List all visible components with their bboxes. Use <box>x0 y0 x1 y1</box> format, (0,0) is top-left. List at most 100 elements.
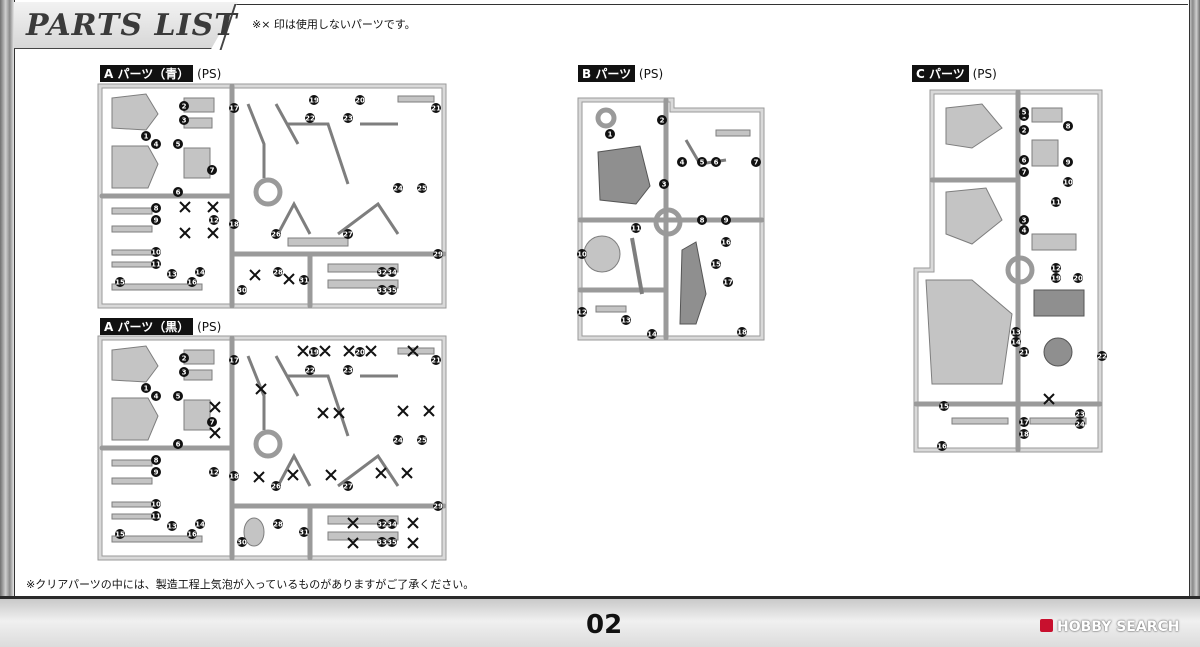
part-number: 11 <box>1051 199 1061 207</box>
clear-parts-note: ※クリアパーツの中には、製造工程上気泡が入っているものがありますがご了承ください… <box>26 578 475 591</box>
part-number-badge <box>377 285 387 295</box>
part-number-badge <box>151 511 161 521</box>
part-number: 2 <box>182 355 187 363</box>
unused-parts-note: ※× 印は使用しないパーツです。 <box>252 18 416 31</box>
part-number-badge <box>179 367 189 377</box>
part-number: 26 <box>271 483 281 491</box>
part-number-badge <box>343 365 353 375</box>
part-number: 20 <box>355 349 365 357</box>
part-number: 9 <box>1066 159 1071 167</box>
part-number: 9 <box>154 469 159 477</box>
part-number-badge <box>343 229 353 239</box>
part-number: 6 <box>1022 157 1027 165</box>
part-number: 1 <box>608 131 613 139</box>
part-number: 13 <box>1011 329 1021 337</box>
part-number: 7 <box>1022 169 1027 177</box>
part-number: 18 <box>737 329 747 337</box>
part-number: 18 <box>229 473 239 481</box>
sprue-label-a-blue: A パーツ（青） (PS) <box>100 65 221 82</box>
part-number: 3 <box>662 181 667 189</box>
sprue-label-b: B パーツ (PS) <box>578 65 663 82</box>
part-number-badge <box>173 139 183 149</box>
part-number: 7 <box>210 419 215 427</box>
part-number: 29 <box>433 251 443 259</box>
sprue-material: (PS) <box>638 67 664 81</box>
part-number-badge <box>173 439 183 449</box>
part-number: 20 <box>1073 275 1083 283</box>
part-number-badge <box>173 187 183 197</box>
part-number: 7 <box>210 167 215 175</box>
part-number: 15 <box>115 279 125 287</box>
part-number: 4 <box>154 141 159 149</box>
unused-markers <box>179 201 295 285</box>
part-number-badge <box>141 383 151 393</box>
part-number: 24 <box>393 437 403 445</box>
part-number: 16 <box>721 239 731 247</box>
part-number-badge <box>939 401 949 411</box>
part-number: 26 <box>271 231 281 239</box>
part-number: 16 <box>187 279 197 287</box>
part-number-badge <box>1019 225 1029 235</box>
part-number-badge <box>621 315 631 325</box>
part-number-badge <box>711 259 721 269</box>
part-number: 12 <box>577 309 587 317</box>
part-number-badge <box>431 103 441 113</box>
part-number-badge <box>677 157 687 167</box>
part-number: 3 <box>1022 217 1027 225</box>
part-number-badge <box>433 501 443 511</box>
part-number: 21 <box>431 357 441 365</box>
part-number: 1 <box>144 133 149 141</box>
part-number-badge <box>1051 273 1061 283</box>
part-number: 6 <box>176 189 181 197</box>
part-number-badge <box>271 481 281 491</box>
part-number-badge <box>151 467 161 477</box>
part-number: 8 <box>1066 123 1071 131</box>
part-number: 21 <box>1019 349 1029 357</box>
part-number-badge <box>237 537 247 547</box>
part-number: 35 <box>387 539 397 547</box>
part-number-badge <box>387 267 397 277</box>
part-number-badge <box>697 157 707 167</box>
part-number-badge <box>229 471 239 481</box>
part-number-badge <box>273 519 283 529</box>
sprue-label-a-black: A パーツ（黒） (PS) <box>100 318 221 335</box>
part-number-badge <box>1019 347 1029 357</box>
part-number-badge <box>309 95 319 105</box>
part-number: 5 <box>176 393 181 401</box>
page-number: 02 <box>586 610 623 640</box>
part-number: 13 <box>167 523 177 531</box>
part-number-badge <box>1051 263 1061 273</box>
sprue-frame <box>913 89 1103 453</box>
part-number: 12 <box>1051 265 1061 273</box>
part-number-badge <box>1063 157 1073 167</box>
part-number: 28 <box>273 521 283 529</box>
part-number: 16 <box>187 531 197 539</box>
part-number-badge <box>1019 167 1029 177</box>
part-number: 2 <box>1022 127 1027 135</box>
sprue-frame <box>97 83 447 309</box>
part-number: 4 <box>154 393 159 401</box>
part-number-badge <box>721 237 731 247</box>
part-number-badge <box>115 529 125 539</box>
part-number: 34 <box>387 521 397 529</box>
part-number-badge <box>1019 215 1029 225</box>
part-number: 8 <box>700 217 705 225</box>
part-number: 18 <box>1019 431 1029 439</box>
part-number: 20 <box>355 97 365 105</box>
part-number: 21 <box>431 105 441 113</box>
part-number-badge <box>151 215 161 225</box>
part-number: 17 <box>1019 419 1029 427</box>
part-number: 10 <box>577 251 587 259</box>
part-number: 25 <box>417 437 427 445</box>
part-number: 15 <box>115 531 125 539</box>
title-banner <box>14 2 238 49</box>
part-number: 24 <box>1075 421 1085 429</box>
part-number: 14 <box>1011 339 1021 347</box>
part-number: 9 <box>724 217 729 225</box>
part-number-badge <box>343 481 353 491</box>
part-number: 11 <box>151 261 161 269</box>
part-number: 19 <box>309 349 319 357</box>
part-number: 4 <box>1022 227 1027 235</box>
part-number-badge <box>179 353 189 363</box>
